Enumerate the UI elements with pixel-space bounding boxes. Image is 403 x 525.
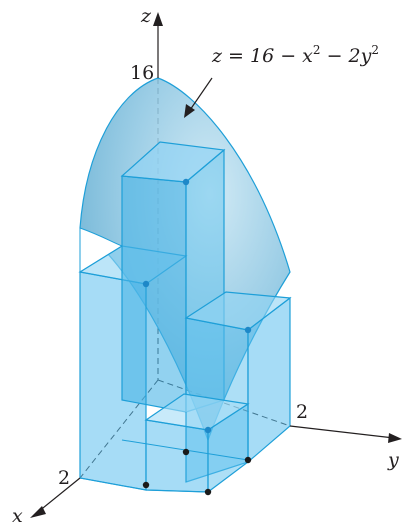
y-tick-label: 2 bbox=[296, 401, 308, 423]
base-point-4 bbox=[204, 488, 212, 496]
y-axis bbox=[289, 425, 395, 439]
equation-exponent-2: 2 bbox=[371, 43, 379, 57]
x-axis bbox=[37, 477, 81, 513]
point-front bbox=[204, 426, 212, 434]
column-tall-top bbox=[120, 141, 226, 183]
riemann-boxes bbox=[78, 141, 292, 494]
point-right bbox=[244, 326, 252, 334]
base-point-2 bbox=[244, 456, 252, 464]
z-axis-label: z bbox=[140, 5, 152, 27]
y-axis-label: y bbox=[387, 449, 399, 471]
equation-part-2: − 2y bbox=[321, 45, 372, 67]
surface-equation: z = 16 − x2 − 2y2 bbox=[211, 43, 379, 67]
y-axis-arrow-icon bbox=[388, 433, 402, 443]
annotation-arrow-icon bbox=[184, 104, 195, 118]
point-left bbox=[142, 280, 150, 288]
axes bbox=[30, 12, 402, 518]
base-point-3 bbox=[142, 481, 150, 489]
x-axis-label: x bbox=[12, 505, 23, 525]
x-tick-label: 2 bbox=[58, 467, 70, 489]
sample-points bbox=[142, 178, 252, 496]
column-right-top bbox=[184, 291, 292, 331]
annotation-line bbox=[189, 77, 213, 111]
base-point-1 bbox=[182, 448, 190, 456]
equation-exponent-1: 2 bbox=[313, 43, 321, 57]
column-front-face bbox=[145, 419, 209, 493]
z-tick-label: 16 bbox=[130, 62, 154, 84]
z-axis-arrow-icon bbox=[153, 12, 163, 26]
column-front-top bbox=[144, 393, 250, 431]
x-axis-arrow-icon bbox=[30, 506, 46, 518]
point-tall bbox=[182, 178, 190, 186]
column-tall-front bbox=[121, 175, 187, 413]
equation-part-1: z = 16 − x bbox=[211, 45, 313, 67]
